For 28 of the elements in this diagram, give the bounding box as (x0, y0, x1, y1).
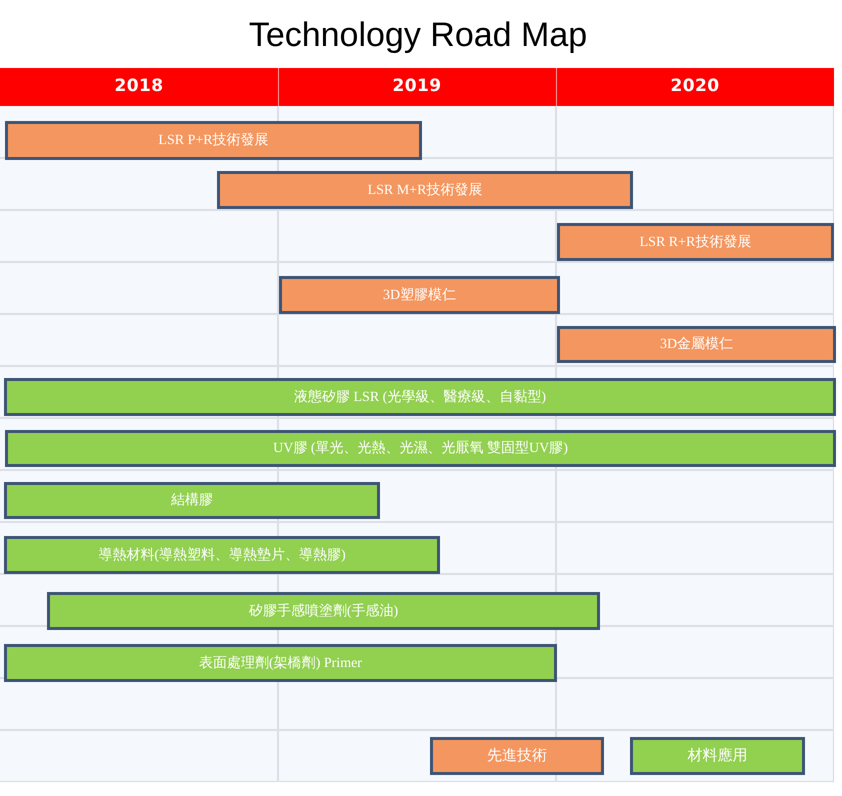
bar-label: LSR M+R技術發展 (368, 182, 482, 200)
timeline-bar (217, 171, 633, 209)
bar-label: 3D塑膠模仁 (382, 286, 456, 304)
timeline-bar (4, 644, 557, 682)
timeline-bar (5, 121, 422, 160)
bar-label: UV膠 (單光、光熱、光濕、光厭氧 雙固型UV膠) (273, 440, 568, 458)
legend-label: 材料應用 (688, 746, 748, 766)
timeline-bar (47, 592, 600, 630)
year-label: 2019 (392, 75, 442, 98)
title: Technology Road Map (248, 15, 588, 56)
timeline-bar (4, 482, 380, 519)
timeline-bar (279, 276, 560, 314)
timeline-bar (4, 536, 440, 574)
bar-label: 矽膠手感噴塗劑(手感油) (248, 602, 398, 620)
bar-label: 表面處理劑(架橋劑) Primer (199, 654, 362, 672)
bar-label: 3D金屬模仁 (660, 336, 734, 354)
bar-label: 液態矽膠 LSR (光學級、醫療級、自黏型) (294, 388, 546, 406)
bar-label: LSR R+R技術發展 (640, 234, 752, 252)
timeline-bar (557, 326, 836, 363)
bar-label: 導熱材料(導熱塑料、導熱墊片、導熱膠) (98, 546, 346, 564)
bar-label: 結構膠 (171, 492, 213, 510)
timeline-bar (557, 223, 834, 261)
timeline-bar (5, 430, 836, 467)
bar-label: LSR P+R技術發展 (158, 132, 269, 150)
timeline-bar (4, 378, 836, 416)
legend-label: 先進技術 (487, 746, 547, 766)
year-label: 2018 (114, 75, 164, 98)
year-label: 2020 (670, 75, 720, 98)
